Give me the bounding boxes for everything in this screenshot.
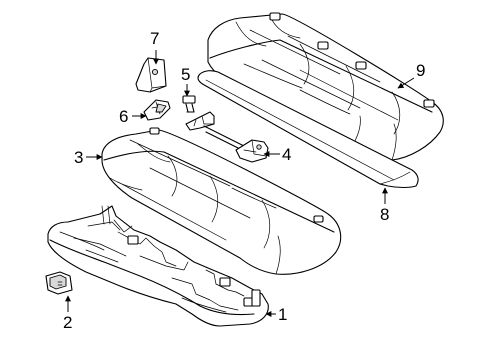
part-3-lower-seat-cushion — [101, 127, 342, 275]
callout-5: 5 — [181, 65, 190, 84]
part-9-upper-seat-cushion — [207, 12, 444, 161]
part-6-clip — [143, 99, 171, 121]
callout-8: 8 — [380, 205, 389, 224]
callout-labels: 7 5 6 3 4 9 8 1 2 — [63, 29, 425, 332]
callout-3: 3 — [74, 148, 83, 167]
callout-1: 1 — [278, 305, 287, 324]
part-2-latch-cover — [45, 271, 73, 295]
callout-6: 6 — [119, 107, 128, 126]
callout-7: 7 — [150, 29, 159, 48]
callout-9: 9 — [416, 61, 425, 80]
callout-leaders — [65, 50, 415, 317]
callout-2: 2 — [63, 313, 72, 332]
callout-4: 4 — [282, 145, 291, 164]
part-7-side-bracket — [135, 57, 167, 93]
part-8-trim-strip — [197, 70, 419, 189]
part-1-seat-frame — [47, 205, 269, 327]
part-5-bolt — [182, 95, 196, 113]
